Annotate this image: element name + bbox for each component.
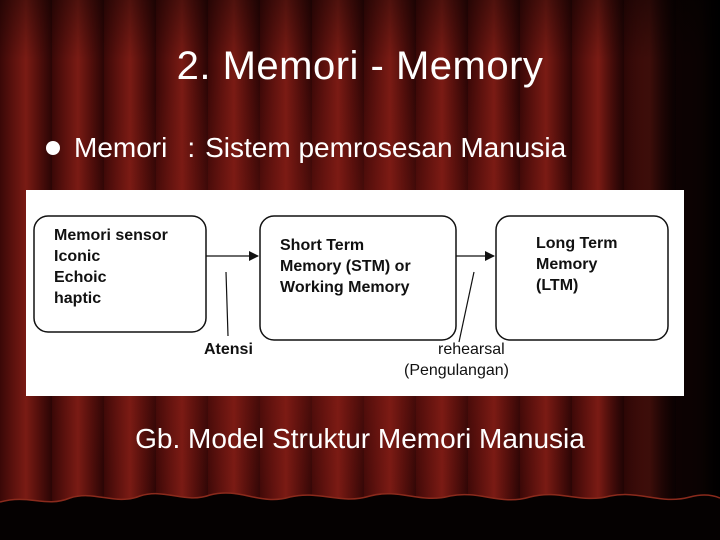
sensory-line-3: Echoic: [54, 269, 107, 286]
ltm-box: [495, 215, 669, 341]
stage-floor: [0, 492, 720, 540]
figure-caption: Gb. Model Struktur Memori Manusia: [135, 423, 585, 454]
stm-line-2: Memory (STM) or: [280, 258, 411, 275]
bullet-description: Sistem pemrosesan Manusia: [205, 132, 567, 163]
sensory-line-1: Memori sensor: [54, 227, 168, 244]
attention-pointer-line: [225, 271, 229, 337]
slide-title: 2. Memori - Memory: [176, 44, 544, 88]
memory-model-svg: Memori sensor Iconic Echoic haptic Short…: [33, 215, 669, 379]
stm-line-1: Short Term: [280, 237, 364, 254]
rehearsal-translation: (Pengulangan): [404, 362, 509, 379]
rehearsal-pointer-line: [458, 271, 475, 343]
ltm-line-3: (LTM): [536, 277, 578, 294]
ltm-line-2: Memory: [536, 256, 597, 273]
sensory-memory-box: [33, 215, 207, 333]
bullet-term: Memori: [74, 132, 168, 163]
sensory-line-4: haptic: [54, 290, 101, 307]
sensory-line-2: Iconic: [54, 248, 100, 265]
bullet-separator: :: [187, 132, 196, 163]
attention-label: Atensi: [204, 341, 253, 358]
stm-line-3: Working Memory: [280, 279, 410, 296]
memory-model-diagram: Memori sensor Iconic Echoic haptic Short…: [26, 190, 684, 396]
bullet-point: Memori : Sistem pemrosesan Manusia: [46, 132, 566, 164]
rehearsal-label: rehearsal: [438, 341, 505, 358]
stm-box: [259, 215, 457, 341]
bullet-dot-icon: [46, 141, 60, 155]
ltm-line-1: Long Term: [536, 235, 617, 252]
